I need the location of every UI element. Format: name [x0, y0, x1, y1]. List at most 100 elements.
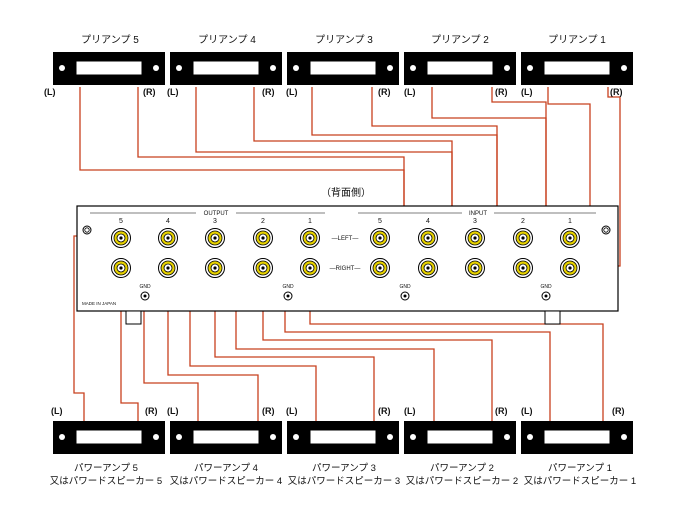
input-section-label: INPUT: [469, 211, 487, 217]
poweramp-1-right-label: (R): [612, 406, 625, 416]
gnd-label-2: GND: [282, 284, 294, 290]
poweramp-5-left-label: (L): [51, 406, 63, 416]
wire-out3-right: [214, 268, 375, 421]
poweramp-4-label: パワーアンプ 4: [194, 463, 258, 474]
poweramp-1-sub-label: 又はパワードスピーカー 1: [524, 476, 636, 487]
output-4-left-jack[interactable]: [158, 228, 178, 248]
output-number-1: 1: [308, 218, 312, 225]
poweramp-1-left-label: (L): [521, 406, 533, 416]
gnd-terminal-2[interactable]: [283, 291, 293, 301]
preamp-3-right-label: (R): [378, 87, 391, 97]
gnd-terminal-4[interactable]: [541, 291, 551, 301]
poweramp-1-mount-hole-left: [527, 434, 533, 440]
preamp-5-mount-hole-right: [153, 65, 159, 71]
output-3-left-jack[interactable]: [205, 228, 225, 248]
output-section-label: OUTPUT: [204, 211, 229, 217]
gnd-terminal-3[interactable]: [400, 291, 410, 301]
preamp-1: プリアンプ 1 (L) (R): [521, 34, 633, 97]
input-5-left-jack[interactable]: [370, 228, 390, 248]
output-number-4: 4: [166, 218, 170, 225]
preamp-2-mount-hole-left: [410, 65, 416, 71]
poweramp-4-sub-label: 又はパワードスピーカー 4: [170, 476, 282, 487]
gnd-label-4: GND: [540, 284, 552, 290]
input-3-left-jack[interactable]: [465, 228, 485, 248]
preamp-1-label: プリアンプ 1: [548, 34, 606, 46]
poweramp-4-right-label: (R): [262, 406, 275, 416]
preamp-5-mount-hole-left: [59, 65, 65, 71]
screw-right: [601, 225, 611, 235]
preamp-2-left-label: (L): [404, 87, 416, 97]
preamp-5-label: プリアンプ 5: [81, 34, 139, 46]
preamp-4-right-label: (R): [262, 87, 275, 97]
preamp-4-left-label: (L): [167, 87, 179, 97]
output-5-left-jack[interactable]: [111, 228, 131, 248]
preamp-3-label: プリアンプ 3: [315, 34, 373, 46]
poweramp-2-left-label: (L): [404, 406, 416, 416]
output-3-right-jack[interactable]: [205, 258, 225, 278]
preamp-1-mount-hole-right: [621, 65, 627, 71]
output-5-right-jack[interactable]: [111, 258, 131, 278]
preamp-4: プリアンプ 4 (L) (R): [167, 34, 282, 97]
selector-rear-panel: OUTPUT INPUT 5 4 3 2 1 5 4 3 2 1 —LEFT— …: [76, 205, 619, 325]
poweramp-5-sub-label: 又はパワードスピーカー 5: [50, 476, 162, 487]
output-1-left-jack[interactable]: [300, 228, 320, 248]
preamp-1-window: [543, 60, 611, 76]
gnd-label-1: GND: [139, 284, 151, 290]
input-2-right-jack[interactable]: [513, 258, 533, 278]
preamp-5-left-label: (L): [44, 87, 56, 97]
left-row-label: —LEFT—: [332, 236, 359, 242]
poweramp-4-left-label: (L): [167, 406, 179, 416]
input-3-right-jack[interactable]: [465, 258, 485, 278]
preamp-4-label: プリアンプ 4: [198, 34, 256, 46]
poweramp-2-mount-hole-left: [410, 434, 416, 440]
preamp-5-window: [75, 60, 143, 76]
output-1-right-jack[interactable]: [300, 258, 320, 278]
poweramp-4-window: [192, 429, 260, 445]
preamp-2-right-label: (R): [495, 87, 508, 97]
input-number-2: 2: [521, 218, 525, 225]
preamp-4-mount-hole-right: [270, 65, 276, 71]
panel-body: [76, 205, 619, 312]
preamp-3-window: [309, 60, 377, 76]
preamp-3: プリアンプ 3 (L) (R): [286, 34, 399, 97]
output-2-left-jack[interactable]: [253, 228, 273, 248]
input-4-right-jack[interactable]: [418, 258, 438, 278]
input-1-right-jack[interactable]: [560, 258, 580, 278]
poweramp-5-label: パワーアンプ 5: [74, 463, 138, 474]
preamp-4-mount-hole-left: [176, 65, 182, 71]
input-4-left-jack[interactable]: [418, 228, 438, 248]
poweramp-3-label: パワーアンプ 3: [312, 463, 376, 474]
output-2-right-jack[interactable]: [253, 258, 273, 278]
preamp-2: プリアンプ 2 (L) (R): [404, 34, 516, 97]
preamp-3-left-label: (L): [286, 87, 298, 97]
poweramp-4: (L) (R) パワーアンプ 4 又はパワードスピーカー 4: [167, 406, 282, 487]
poweramp-5: (L) (R) パワーアンプ 5 又はパワードスピーカー 5: [50, 406, 165, 487]
input-number-4: 4: [426, 218, 430, 225]
preamp-row: プリアンプ 5 (L) (R) プリアンプ 4 (L) (R) プリアンプ 3 …: [44, 34, 633, 97]
output-4-right-jack[interactable]: [158, 258, 178, 278]
preamp-1-mount-hole-left: [527, 65, 533, 71]
input-1-left-jack[interactable]: [560, 228, 580, 248]
panel-foot-left: [125, 310, 142, 325]
poweramp-3-window: [309, 429, 377, 445]
wire-preamp1-left: [547, 87, 591, 236]
poweramp-2: (L) (R) パワーアンプ 2 又はパワードスピーカー 2: [404, 406, 518, 487]
poweramp-3-mount-hole-right: [387, 434, 393, 440]
gnd-terminal-1[interactable]: [140, 291, 150, 301]
poweramp-3: (L) (R) パワーアンプ 3 又はパワードスピーカー 3: [286, 406, 400, 487]
input-2-left-jack[interactable]: [513, 228, 533, 248]
wire-preamp2-right: [491, 87, 547, 266]
poweramp-3-mount-hole-left: [293, 434, 299, 440]
poweramp-2-mount-hole-right: [504, 434, 510, 440]
wire-out4-right: [167, 268, 259, 421]
input-5-right-jack[interactable]: [370, 258, 390, 278]
output-number-3: 3: [213, 218, 217, 225]
wire-preamp4-right: [253, 87, 453, 268]
made-in-japan-label: MADE IN JAPAN: [82, 301, 116, 306]
poweramp-5-right-label: (R): [145, 406, 158, 416]
right-row-label: —RIGHT—: [330, 266, 361, 272]
preamp-5: プリアンプ 5 (L) (R): [44, 34, 165, 97]
poweramp-2-sub-label: 又はパワードスピーカー 2: [406, 476, 518, 487]
poweramp-3-right-label: (R): [378, 406, 391, 416]
